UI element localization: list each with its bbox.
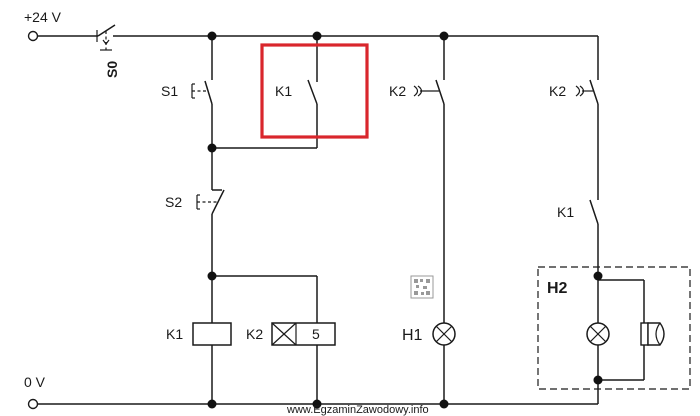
h2-enclosure: [537, 266, 691, 390]
k2-delay-number: 5: [312, 326, 320, 342]
k2-coil: [271, 322, 336, 346]
s1-label: S1: [161, 83, 178, 99]
h2-internal-wiring: [598, 279, 645, 381]
k2-coil-label: K2: [246, 326, 263, 342]
k1-contact-b: [589, 199, 599, 225]
h2-label: H2: [547, 280, 568, 297]
k2-contact-a-label: K2: [389, 83, 406, 99]
h1-lamp: [432, 322, 456, 346]
s0-label: S0: [104, 61, 120, 78]
positive-terminal: [27, 30, 39, 42]
watermark-text: www.EgzaminZawodowy.info: [286, 404, 429, 416]
coil-branch-wiring: [212, 275, 318, 404]
k2-contact-b-label: K2: [549, 83, 566, 99]
positive-supply-label: +24 V: [24, 9, 62, 25]
watermark-stamp-icon: [410, 275, 434, 299]
k1-contact-highlight: [260, 43, 369, 139]
k1-coil: [192, 322, 232, 346]
s1-pushbutton: [191, 80, 213, 105]
h1-label: H1: [402, 327, 423, 344]
s2-label: S2: [165, 194, 182, 210]
h2-lamp: [586, 322, 610, 346]
k1-contact-b-label: K1: [557, 204, 574, 220]
k2-time-contact-a: [413, 79, 445, 105]
k2-time-contact-b: [575, 79, 599, 105]
junction-dots: [207, 31, 603, 409]
k1-coil-label: K1: [166, 326, 183, 342]
s0-switch: [96, 24, 116, 51]
k1-contact-label: K1: [275, 83, 292, 99]
ground-supply-label: 0 V: [24, 374, 46, 390]
horn-icon: [640, 322, 665, 346]
ground-terminal: [27, 398, 39, 410]
s2-pushbutton: [196, 189, 225, 215]
k1-holding-contact: [307, 36, 318, 148]
